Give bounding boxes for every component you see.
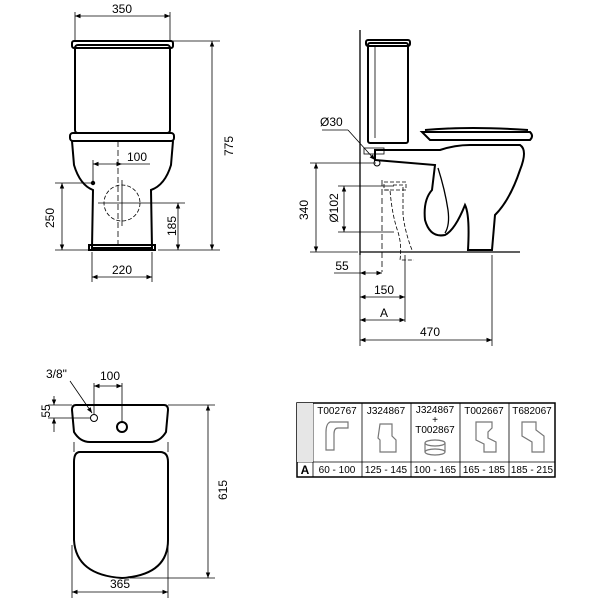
connector-collar-icon xyxy=(424,448,446,456)
connector-angled-icon xyxy=(521,421,545,453)
connector-straight-icon xyxy=(377,423,397,453)
table-code: T002667 xyxy=(464,406,504,417)
top-inlet-hole xyxy=(90,414,98,422)
dim-185-label: 185 xyxy=(165,216,179,236)
dim-100-front-label: 100 xyxy=(127,150,147,164)
side-seat xyxy=(419,131,533,141)
dim-250-label: 250 xyxy=(43,208,57,228)
table-code: T682067 xyxy=(512,406,552,417)
side-inlet-pipe xyxy=(363,147,385,155)
connector-table: A T002767 60 - 100 J324867 125 - 145 J32… xyxy=(296,402,556,478)
side-lid xyxy=(424,127,529,131)
side-cistern xyxy=(367,42,409,144)
dim-d102-label: Ø102 xyxy=(327,193,341,223)
front-view: 350 775 100 250 185 220 xyxy=(43,2,236,282)
dim-55-top-label: 55 xyxy=(39,404,53,418)
connector-elbow-icon xyxy=(325,421,349,451)
top-seat xyxy=(73,451,169,580)
dim-150-label: 150 xyxy=(374,283,394,297)
top-bowl-edge xyxy=(73,442,169,452)
table-plus: + xyxy=(432,415,438,426)
front-cistern-outline xyxy=(74,44,171,134)
front-bowl-outline xyxy=(71,140,174,249)
top-view: 3/8" 100 55 615 365 xyxy=(39,367,230,598)
front-cistern-lid xyxy=(71,40,174,49)
table-range: 165 - 185 xyxy=(463,465,506,476)
table-row-label: A xyxy=(301,463,310,477)
top-cistern xyxy=(70,404,170,443)
table-range: 125 - 145 xyxy=(365,465,408,476)
table-label-cell xyxy=(297,403,313,462)
dim-470-label: 470 xyxy=(420,325,440,339)
front-base xyxy=(88,244,156,251)
table-range: 100 - 165 xyxy=(414,465,457,476)
dim-775-label: 775 xyxy=(222,136,236,156)
side-view: Ø30 340 Ø102 55 150 A 470 xyxy=(297,30,533,346)
table-code: T002867 xyxy=(415,425,455,436)
side-cistern-lid xyxy=(365,39,411,47)
dim-340-label: 340 xyxy=(297,200,311,220)
table-code: T002767 xyxy=(317,406,357,417)
table-code: J324867 xyxy=(367,406,406,417)
dim-thread-label: 3/8" xyxy=(46,367,67,381)
side-bowl xyxy=(374,144,525,251)
connector-collar-icon xyxy=(424,439,446,447)
table-code: J324867 xyxy=(416,405,455,416)
dim-a-label: A xyxy=(380,306,388,320)
dim-615-label: 615 xyxy=(216,480,230,500)
front-seat xyxy=(69,132,175,142)
table-range: 60 - 100 xyxy=(319,465,356,476)
dim-d30-label: Ø30 xyxy=(320,115,343,129)
top-flush-hole xyxy=(116,421,128,433)
side-trap xyxy=(437,167,450,234)
dim-350-label: 350 xyxy=(112,2,132,16)
connector-offset-icon xyxy=(475,421,497,453)
dim-thread-leader xyxy=(69,380,93,414)
dim-d30-leader xyxy=(347,129,376,161)
side-outlet-dashed xyxy=(385,184,414,261)
dim-100-top-label: 100 xyxy=(100,369,120,383)
dim-55-label: 55 xyxy=(335,259,349,273)
table-range: 185 - 215 xyxy=(511,465,554,476)
dim-220-label: 220 xyxy=(112,263,132,277)
dim-365-label: 365 xyxy=(110,577,130,591)
